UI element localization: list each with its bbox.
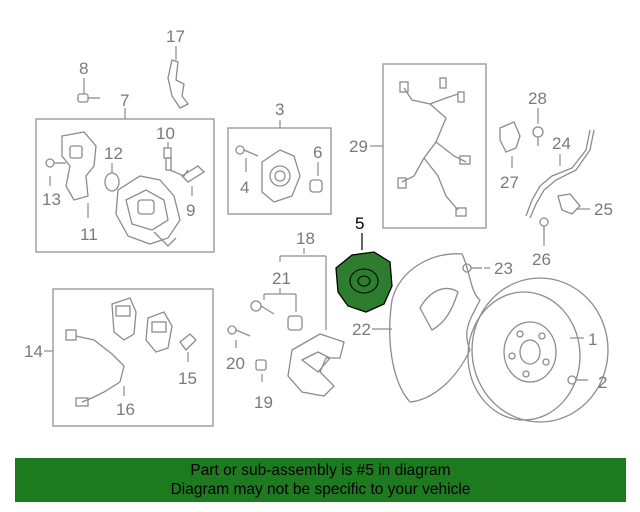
wiring-harness-icon <box>397 77 471 217</box>
hose-bolt-icon <box>539 217 549 236</box>
callout-23[interactable]: 23 <box>494 259 513 278</box>
brake-assembly-diagram: 7 10 12 <box>24 27 613 427</box>
guide-bolt-icon <box>250 300 275 315</box>
callout-20[interactable]: 20 <box>226 354 245 373</box>
caliper-bolt-icon <box>45 158 66 168</box>
callout-11[interactable]: 11 <box>80 225 98 244</box>
callout-24[interactable]: 24 <box>552 134 571 153</box>
pad-clip-icon <box>179 333 197 351</box>
callout-26[interactable]: 26 <box>532 250 551 269</box>
clip-17-group: 17 <box>166 27 189 109</box>
brake-pad-icon <box>111 297 173 353</box>
callout-2[interactable]: 2 <box>598 373 607 392</box>
guide-sleeve-icon <box>287 315 303 331</box>
wheel-hub-highlighted[interactable]: 5 <box>335 214 393 313</box>
hub-icon <box>335 251 393 313</box>
callout-17[interactable]: 17 <box>166 27 185 46</box>
splash-shield-icon <box>389 253 481 403</box>
brake-rotor-icon <box>471 277 609 423</box>
callout-1[interactable]: 1 <box>588 330 597 349</box>
harness-box <box>382 63 487 229</box>
callout-4[interactable]: 4 <box>240 178 249 197</box>
shield-bolt-group: 23 <box>462 259 513 278</box>
hub-nut-icon <box>309 179 323 193</box>
callout-19[interactable]: 19 <box>254 393 273 412</box>
carrier-bracket-icon <box>287 333 345 397</box>
bolt-8-group: 8 <box>77 59 100 103</box>
carrier-group: 18 21 20 19 <box>226 229 345 412</box>
bracket-bolt-icon <box>532 126 544 146</box>
callout-12[interactable]: 12 <box>104 144 123 163</box>
callout-25[interactable]: 25 <box>594 200 613 219</box>
hose-bracket-icon <box>499 121 521 153</box>
callout-8[interactable]: 8 <box>79 59 88 78</box>
guide-bracket-icon <box>61 131 97 201</box>
callout-3[interactable]: 3 <box>275 100 284 119</box>
banner-line-2: Diagram may not be specific to your vehi… <box>170 481 471 498</box>
hub-bearing-icon <box>261 149 301 203</box>
callout-22[interactable]: 22 <box>352 320 371 339</box>
rotor-screw-icon <box>567 375 588 385</box>
callout-15[interactable]: 15 <box>178 369 197 388</box>
brake-hose-group: 28 27 24 25 26 <box>499 89 613 269</box>
callout-18[interactable]: 18 <box>296 229 315 248</box>
banner-line-1: Part or sub-assembly is #5 in diagram <box>190 462 451 479</box>
callout-29[interactable]: 29 <box>349 137 368 156</box>
clip-icon <box>167 59 189 109</box>
callout-7[interactable]: 7 <box>120 91 129 110</box>
brake-hose-icon <box>525 129 591 217</box>
callout-5[interactable]: 5 <box>355 214 364 233</box>
pads-group: 14 15 16 <box>24 288 214 427</box>
callout-27[interactable]: 27 <box>500 173 519 192</box>
callout-14[interactable]: 14 <box>24 342 43 361</box>
callout-28[interactable]: 28 <box>528 89 547 108</box>
pads-box <box>52 288 214 427</box>
callout-10[interactable]: 10 <box>156 124 175 143</box>
caliper-icon <box>115 175 181 247</box>
caliper-group: 7 10 12 <box>35 91 215 253</box>
brake-rotor-group: 1 2 <box>467 277 609 423</box>
splash-shield-group: 22 <box>352 253 481 403</box>
info-banner: Part or sub-assembly is #5 in diagram Di… <box>15 458 626 502</box>
wear-sensor-icon <box>65 329 125 407</box>
carrier-bolt-icon <box>227 325 251 337</box>
guide-pin-icon <box>180 165 206 183</box>
hub-bearing-group: 3 4 6 <box>227 100 332 215</box>
bolt-icon <box>77 93 100 103</box>
callout-21[interactable]: 21 <box>272 269 291 288</box>
hose-clip-icon <box>557 193 581 215</box>
callout-16[interactable]: 16 <box>116 400 135 419</box>
callout-9[interactable]: 9 <box>186 201 195 220</box>
callout-13[interactable]: 13 <box>42 190 61 209</box>
callout-6[interactable]: 6 <box>313 143 322 162</box>
carrier-pin-icon <box>255 359 267 371</box>
hub-bolt-icon <box>235 145 259 157</box>
wiring-harness-group: 29 <box>349 63 487 229</box>
